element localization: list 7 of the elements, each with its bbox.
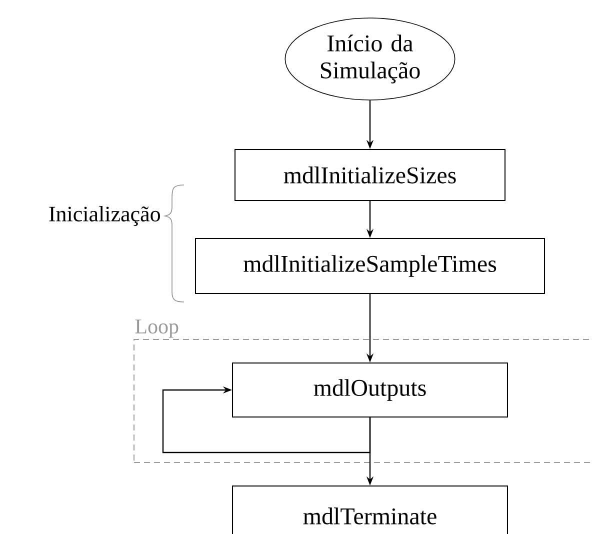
node-label: Loop bbox=[135, 320, 178, 338]
process-box: mdlOutputs bbox=[232, 362, 508, 418]
process-box: mdlTerminate bbox=[232, 486, 508, 534]
process-box: mdlInitializeSizes bbox=[234, 149, 506, 201]
process-box: mdlInitializeSampleTimes bbox=[195, 238, 545, 294]
group-label: Inicialização bbox=[49, 206, 160, 226]
arrow bbox=[162, 386, 371, 454]
